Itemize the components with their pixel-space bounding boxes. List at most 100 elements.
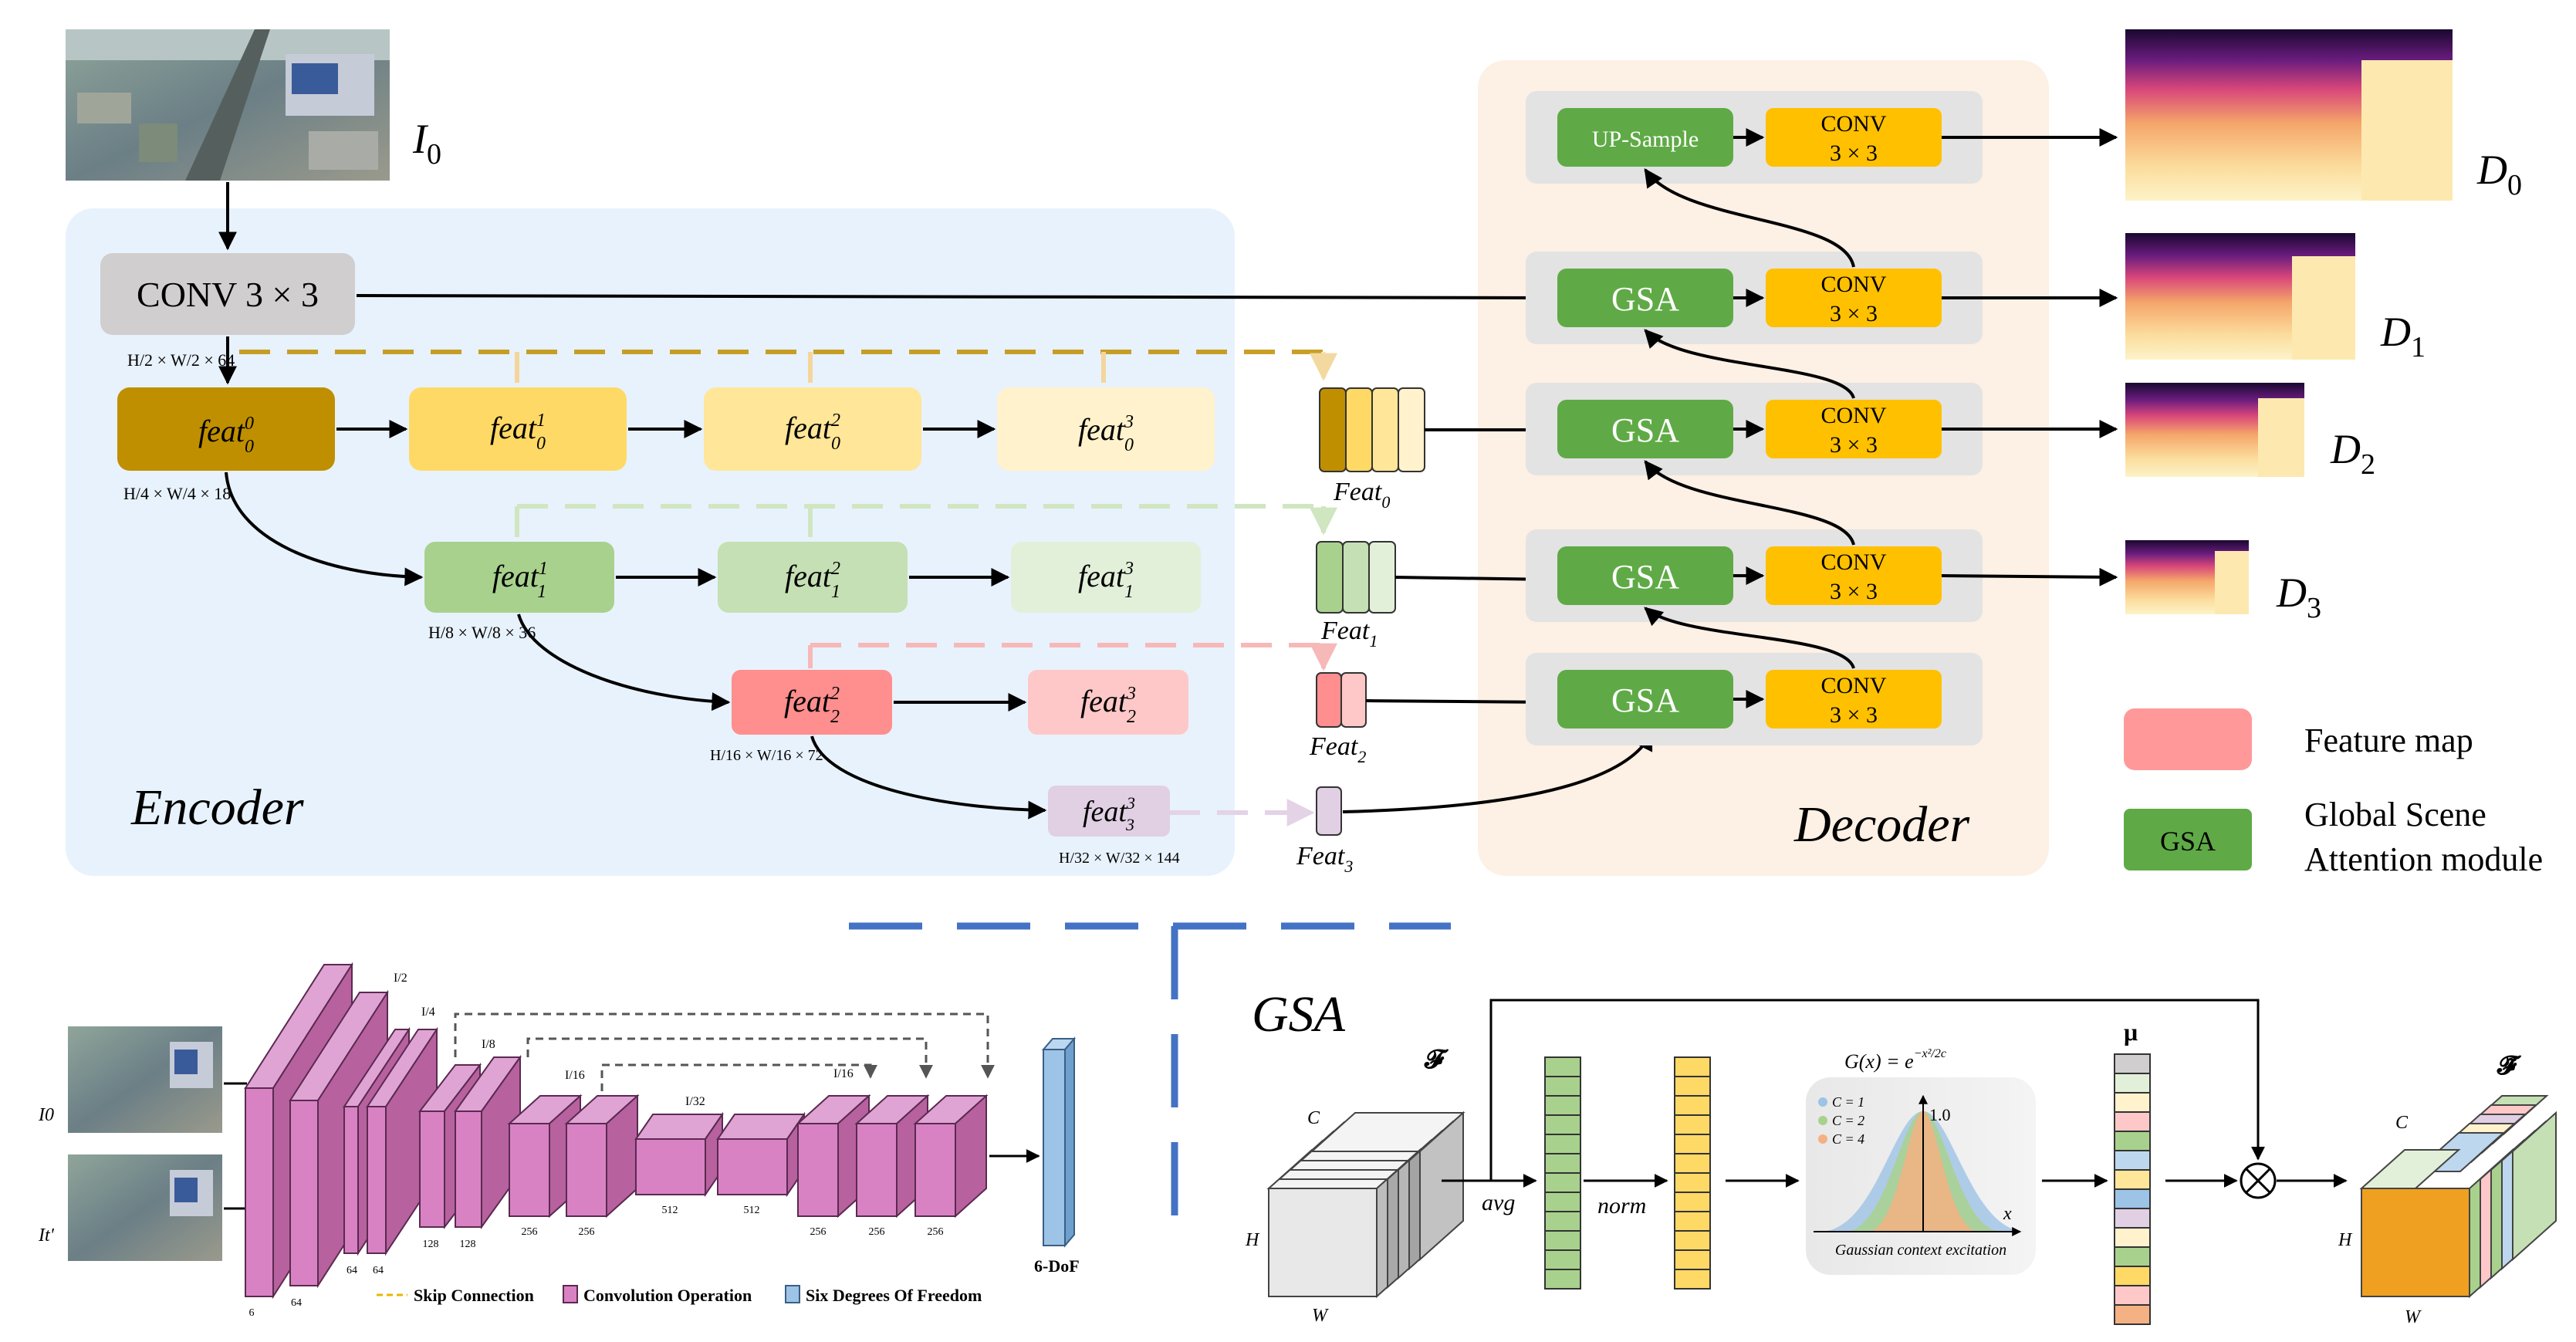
decoder-label: Decoder [1793, 796, 1970, 853]
feat-label-3-3: feat [1083, 796, 1127, 828]
feat-1-3-box [1011, 542, 1201, 613]
channel-label-9: 512 [744, 1205, 760, 1216]
feat-label-2-2: feat [784, 684, 831, 718]
decoder-conv-2-line2: 3 × 3 [1830, 432, 1878, 458]
feat-sup-0-3: 3 [1124, 412, 1134, 432]
gsa-mu-label: μ [2124, 1018, 2138, 1046]
legend-dof-label: Six Degrees Of Freedom [806, 1286, 982, 1305]
feat-label-0-2: feat [785, 411, 832, 445]
feat-sup-1-2: 2 [831, 559, 840, 579]
input-label-i0-sub: 0 [427, 138, 441, 171]
feat-3-3-box [1048, 786, 1170, 837]
feat-1-2-box [718, 542, 908, 613]
feat-sub-0-2: 0 [831, 434, 840, 454]
scale-label-4: I/32 [685, 1095, 705, 1108]
Feat-sub-1: 1 [1369, 631, 1378, 651]
gsa-label-1: GSA [1611, 280, 1679, 318]
channel-label-10: 256 [810, 1226, 827, 1238]
legend-gsa-line2: Attention module [2304, 840, 2543, 878]
feat-2-3-box [1028, 670, 1188, 735]
gauss-formula: G(x) = e [1844, 1050, 1914, 1073]
feat-sup-0-2: 2 [831, 411, 840, 431]
feat-label-2-3: feat [1080, 684, 1127, 718]
decoder-conv-4-line2: 3 × 3 [1830, 702, 1878, 728]
legend-gsa-swatch [2124, 809, 2252, 870]
decoder-conv-3 [1766, 546, 1942, 605]
gauss-caption: Gaussian context excitation [1835, 1242, 2006, 1259]
decoder-conv-1-line1: CONV [1820, 272, 1886, 297]
decoder-conv-1 [1766, 269, 1942, 327]
input-label-i0: I [412, 116, 429, 162]
size-label-0: H/4 × W/4 × 18 [123, 484, 231, 503]
Feat-label-2: Feat [1309, 732, 1359, 761]
feat-label-1-1: feat [492, 559, 539, 593]
depth-map-1 [2125, 233, 2355, 360]
channel-label-5: 128 [460, 1239, 476, 1250]
feat-1-1-box [424, 542, 614, 613]
size-label-3: H/32 × W/32 × 144 [1059, 850, 1180, 867]
decoder-conv-3-line1: CONV [1820, 549, 1886, 575]
gauss-legend-1: C = 2 [1832, 1113, 1864, 1128]
gsa-label-3: GSA [1611, 558, 1679, 596]
scale-label-3: I/16 [565, 1069, 585, 1082]
gsa-out-W-label: W [2405, 1307, 2422, 1327]
gsa-block-3 [1557, 546, 1733, 605]
feat-label-0-3: feat [1078, 412, 1125, 447]
gsa-out-C-label: C [2395, 1113, 2409, 1133]
depth-map-2 [2125, 383, 2304, 477]
depth-sub-3: 3 [2307, 592, 2321, 624]
feat-sup-3-3: 3 [1126, 793, 1135, 813]
svg-text:I0: I0 [412, 116, 441, 171]
svg-text:G(x) = e−x²/2c: G(x) = e−x²/2c [1844, 1047, 1946, 1073]
gsa-C-label: C [1307, 1108, 1320, 1128]
gsa-F-label: 𝓕 [1424, 1046, 1449, 1074]
channel-label-7: 256 [579, 1226, 595, 1238]
feat-0-3-box [997, 387, 1215, 471]
input-image-i0-small [68, 1026, 222, 1133]
encoder-conv-label: CONV 3 × 3 [137, 275, 319, 314]
decoder-conv-0-line1: CONV [1820, 111, 1886, 137]
decoder-conv-2 [1766, 400, 1942, 458]
scale-label-2: I/8 [482, 1038, 495, 1051]
decoder-conv-4-line1: CONV [1820, 673, 1886, 698]
decoder-conv-0-line2: 3 × 3 [1830, 140, 1878, 166]
feat-stack-3 [1316, 786, 1342, 836]
gsa-norm-vector [1674, 1056, 1711, 1290]
decoder-conv-0 [1766, 108, 1942, 167]
depth-label-1: D [2380, 309, 2411, 355]
depth-label-0: D [2476, 147, 2507, 193]
encoder-conv-block [100, 253, 355, 335]
svg-text:Feat2: Feat2 [1309, 732, 1366, 766]
channel-label-3: 64 [373, 1265, 384, 1276]
upsample-label: UP-Sample [1592, 127, 1699, 152]
svg-text:D1: D1 [2380, 309, 2426, 363]
cnn-blocks [244, 962, 989, 1300]
svg-text:Feat0: Feat0 [1333, 478, 1390, 512]
channel-label-0: 6 [249, 1307, 255, 1319]
feat-label-1-3: feat [1078, 559, 1125, 593]
legend-feature-map-label: Feature map [2304, 722, 2473, 759]
Feat-sub-0: 0 [1381, 492, 1390, 512]
channel-label-11: 256 [869, 1226, 885, 1238]
Feat-label-0: Feat [1333, 478, 1383, 506]
svg-text:D0: D0 [2476, 147, 2522, 201]
channel-label-12: 256 [928, 1226, 944, 1238]
depth-label-2: D [2330, 426, 2361, 472]
feat-0-1-box [409, 387, 627, 471]
feat-sub-2-2: 2 [830, 707, 840, 727]
gsa-block-2 [1557, 400, 1733, 458]
input-image-it-small [68, 1154, 222, 1261]
Feat-sub-2: 2 [1357, 747, 1366, 766]
gsa-title: GSA [1252, 986, 1346, 1043]
feat-sup-1-1: 1 [539, 559, 546, 579]
feat-sub-0-0: 0 [245, 437, 254, 457]
